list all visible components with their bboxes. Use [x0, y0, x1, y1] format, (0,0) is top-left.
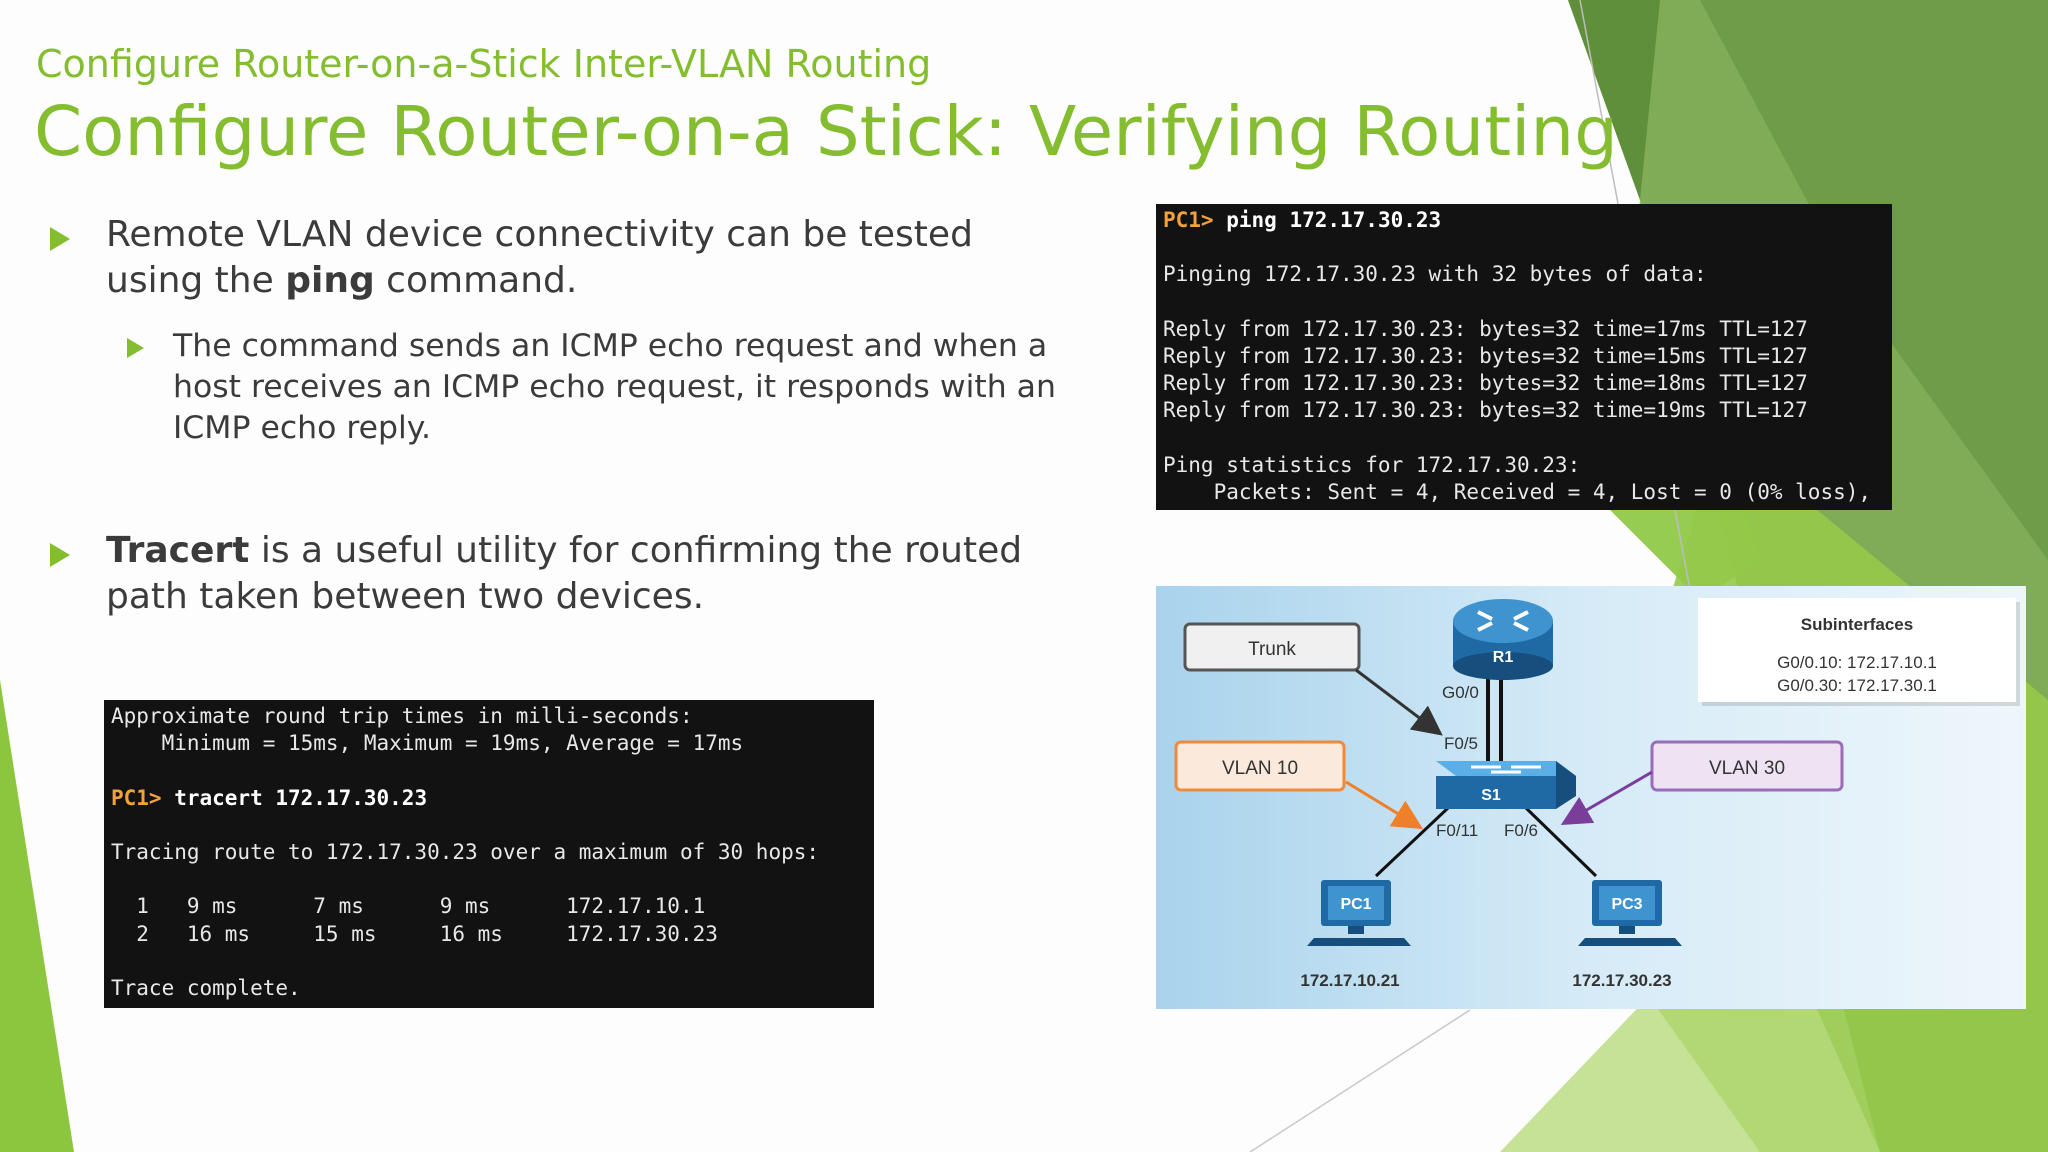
bullet-marker-icon	[50, 227, 70, 251]
terminal-prompt: PC1>	[1163, 208, 1214, 232]
port-f06-label: F0/6	[1504, 821, 1538, 840]
ping-terminal: PC1> ping 172.17.30.23 Pinging 172.17.30…	[1156, 204, 1892, 510]
terminal-command: tracert 172.17.30.23	[174, 785, 428, 810]
terminal-line: Ping statistics for 172.17.30.23:	[1163, 452, 1581, 477]
vlan10-label: VLAN 10	[1222, 758, 1298, 779]
router-label: R1	[1493, 649, 1514, 666]
subinterface-1: G0/0.10: 172.17.10.1	[1777, 653, 1937, 672]
pc3-ip: 172.17.30.23	[1572, 971, 1671, 990]
bullet-bold-term: Tracert	[106, 530, 250, 571]
terminal-line: Approximate round trip times in milli-se…	[111, 704, 693, 728]
terminal-line	[1163, 289, 1871, 316]
terminal-line: Reply from 172.17.30.23: bytes=32 time=1…	[1163, 371, 1808, 396]
terminal-line: Reply from 172.17.30.23: bytes=32 time=1…	[1163, 316, 1808, 341]
trunk-callout: Trunk	[1183, 622, 1443, 736]
subinterfaces-title: Subinterfaces	[1801, 615, 1913, 634]
pc1-label: PC1	[1340, 896, 1371, 913]
terminal-line: Minimum = 15ms, Maximum = 19ms, Average …	[111, 731, 744, 756]
bullet-marker-icon	[127, 338, 144, 358]
pc3-label: PC3	[1611, 896, 1642, 913]
terminal-line: 1 9 ms 7 ms 9 ms 172.17.10.1	[111, 894, 706, 919]
tracert-terminal: Approximate round trip times in milli-se…	[104, 700, 874, 1008]
bullet-text: is a useful utility for confirming the r…	[106, 530, 1023, 617]
network-diagram: Trunk VLAN 10 VLAN 30 R1	[1156, 586, 2026, 1009]
terminal-line	[111, 866, 819, 893]
sub-bullet-icmp: The command sends an ICMP echo request a…	[173, 328, 1056, 446]
terminal-line	[111, 948, 819, 975]
vlan30-label: VLAN 30	[1709, 758, 1785, 779]
terminal-line: Packets: Sent = 4, Received = 4, Lost = …	[1163, 480, 1872, 505]
switch-s1-icon: S1	[1436, 761, 1576, 809]
pc3-icon: PC3	[1578, 880, 1682, 946]
trunk-label: Trunk	[1248, 639, 1296, 660]
terminal-line: Trace complete.	[111, 976, 301, 1001]
vlan30-callout: VLAN 30	[1560, 740, 1844, 826]
terminal-prompt: PC1>	[111, 785, 162, 810]
terminal-line: Reply from 172.17.30.23: bytes=32 time=1…	[1163, 344, 1808, 369]
terminal-line	[111, 757, 819, 784]
router-r1-icon: R1	[1453, 599, 1553, 680]
pc3-link	[1524, 806, 1598, 878]
port-f05-label: F0/5	[1444, 734, 1478, 753]
terminal-command: ping 172.17.30.23	[1226, 208, 1442, 232]
vlan10-callout: VLAN 10	[1174, 740, 1424, 830]
terminal-line: Reply from 172.17.30.23: bytes=32 time=1…	[1163, 398, 1808, 423]
bullet-bold-term: ping	[285, 260, 375, 301]
bullet-text: Remote VLAN device connectivity can be t…	[106, 214, 973, 301]
terminal-line	[1163, 425, 1871, 452]
slide-title: Configure Router-on-a Stick: Verifying R…	[34, 92, 1618, 172]
port-f011-label: F0/11	[1436, 821, 1478, 840]
subinterfaces-box: Subinterfaces G0/0.10: 172.17.10.1 G0/0.…	[1698, 598, 2020, 706]
port-g00-label: G0/0	[1442, 683, 1479, 702]
bullet-ping: Remote VLAN device connectivity can be t…	[106, 212, 1066, 304]
bullet-tracert: Tracert is a useful utility for confirmi…	[106, 528, 1066, 620]
terminal-line: 2 16 ms 15 ms 16 ms 172.17.30.23	[111, 921, 718, 946]
bullet-marker-icon	[50, 543, 70, 567]
terminal-command-line: PC1> tracert 172.17.30.23	[111, 785, 819, 812]
bullet-text: command.	[374, 260, 578, 301]
pc1-link	[1374, 806, 1450, 878]
terminal-line: Tracing route to 172.17.30.23 over a max…	[111, 840, 820, 865]
terminal-line	[111, 812, 819, 839]
switch-label: S1	[1481, 787, 1501, 804]
subinterface-2: G0/0.30: 172.17.30.1	[1777, 676, 1937, 695]
pc1-ip: 172.17.10.21	[1300, 971, 1399, 990]
terminal-line	[1163, 234, 1871, 261]
terminal-line: Pinging 172.17.30.23 with 32 bytes of da…	[1163, 262, 1707, 287]
slide-subtitle: Configure Router-on-a-Stick Inter-VLAN R…	[36, 42, 932, 86]
pc1-icon: PC1	[1307, 880, 1411, 946]
